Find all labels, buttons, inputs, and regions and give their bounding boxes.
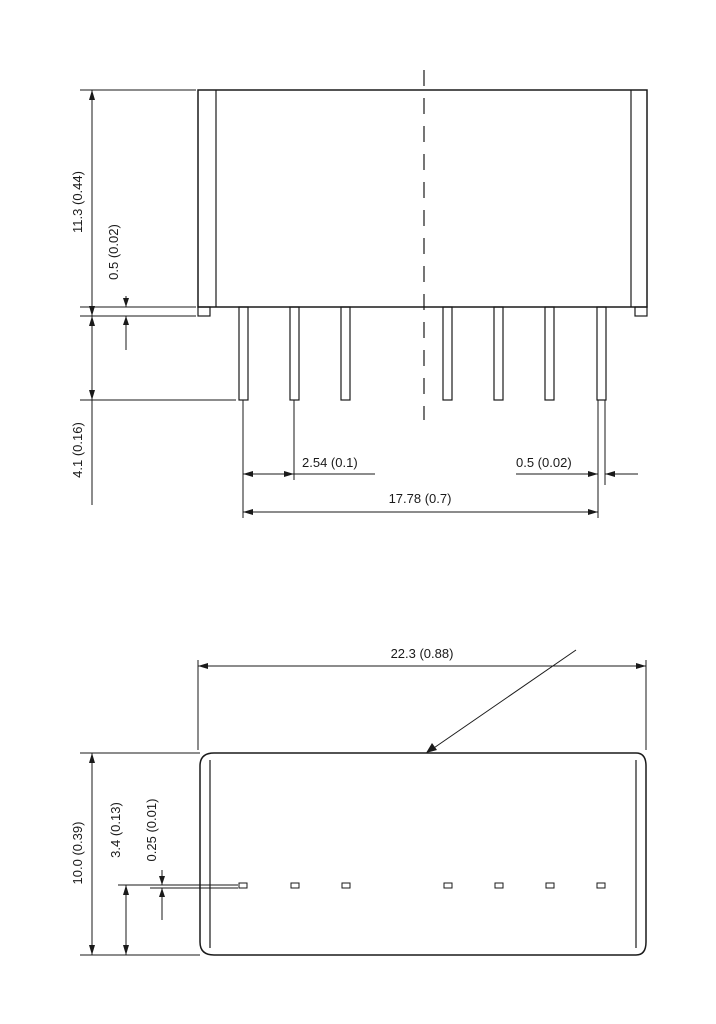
pin-marker	[494, 882, 504, 889]
pin-row-thickness-label: 0.25 (0.01)	[144, 799, 159, 862]
pin	[442, 306, 453, 401]
pins	[238, 306, 607, 401]
pin-row-offset-label: 3.4 (0.13)	[108, 802, 123, 858]
height-total-label: 11.3 (0.44)	[70, 171, 85, 233]
top-view: 22.3 (0.88) 10.0 (0.39) 3.4 (0.13) 0.25 …	[70, 646, 647, 956]
standoff-label: 0.5 (0.02)	[106, 224, 121, 280]
pin	[238, 306, 249, 401]
pin-span-label: 17.78 (0.7)	[389, 491, 452, 506]
side-body-outline	[197, 89, 648, 308]
top-body-outline	[199, 752, 647, 956]
side-tab-right	[634, 306, 648, 317]
pin-marker	[443, 882, 453, 889]
length-label: 22.3 (0.88)	[391, 646, 454, 661]
width-label: 10.0 (0.39)	[70, 822, 85, 885]
pin-marker	[545, 882, 555, 889]
pin-marker	[596, 882, 606, 889]
pin	[340, 306, 351, 401]
pin-length-label: 4.1 (0.16)	[70, 422, 85, 478]
pin-marker	[290, 882, 300, 889]
pin-markers	[238, 882, 606, 889]
pin-pitch-label: 2.54 (0.1)	[302, 455, 358, 470]
side-tab-left	[197, 306, 211, 317]
pin-marker	[238, 882, 248, 889]
pin	[544, 306, 555, 401]
side-view: 11.3 (0.44) 0.5 (0.02) 4.1 (0.16) 2.54 (…	[70, 70, 648, 518]
pin	[596, 306, 607, 401]
pin-width-label: 0.5 (0.02)	[516, 455, 572, 470]
pin-marker	[341, 882, 351, 889]
pin	[289, 306, 300, 401]
pin	[493, 306, 504, 401]
